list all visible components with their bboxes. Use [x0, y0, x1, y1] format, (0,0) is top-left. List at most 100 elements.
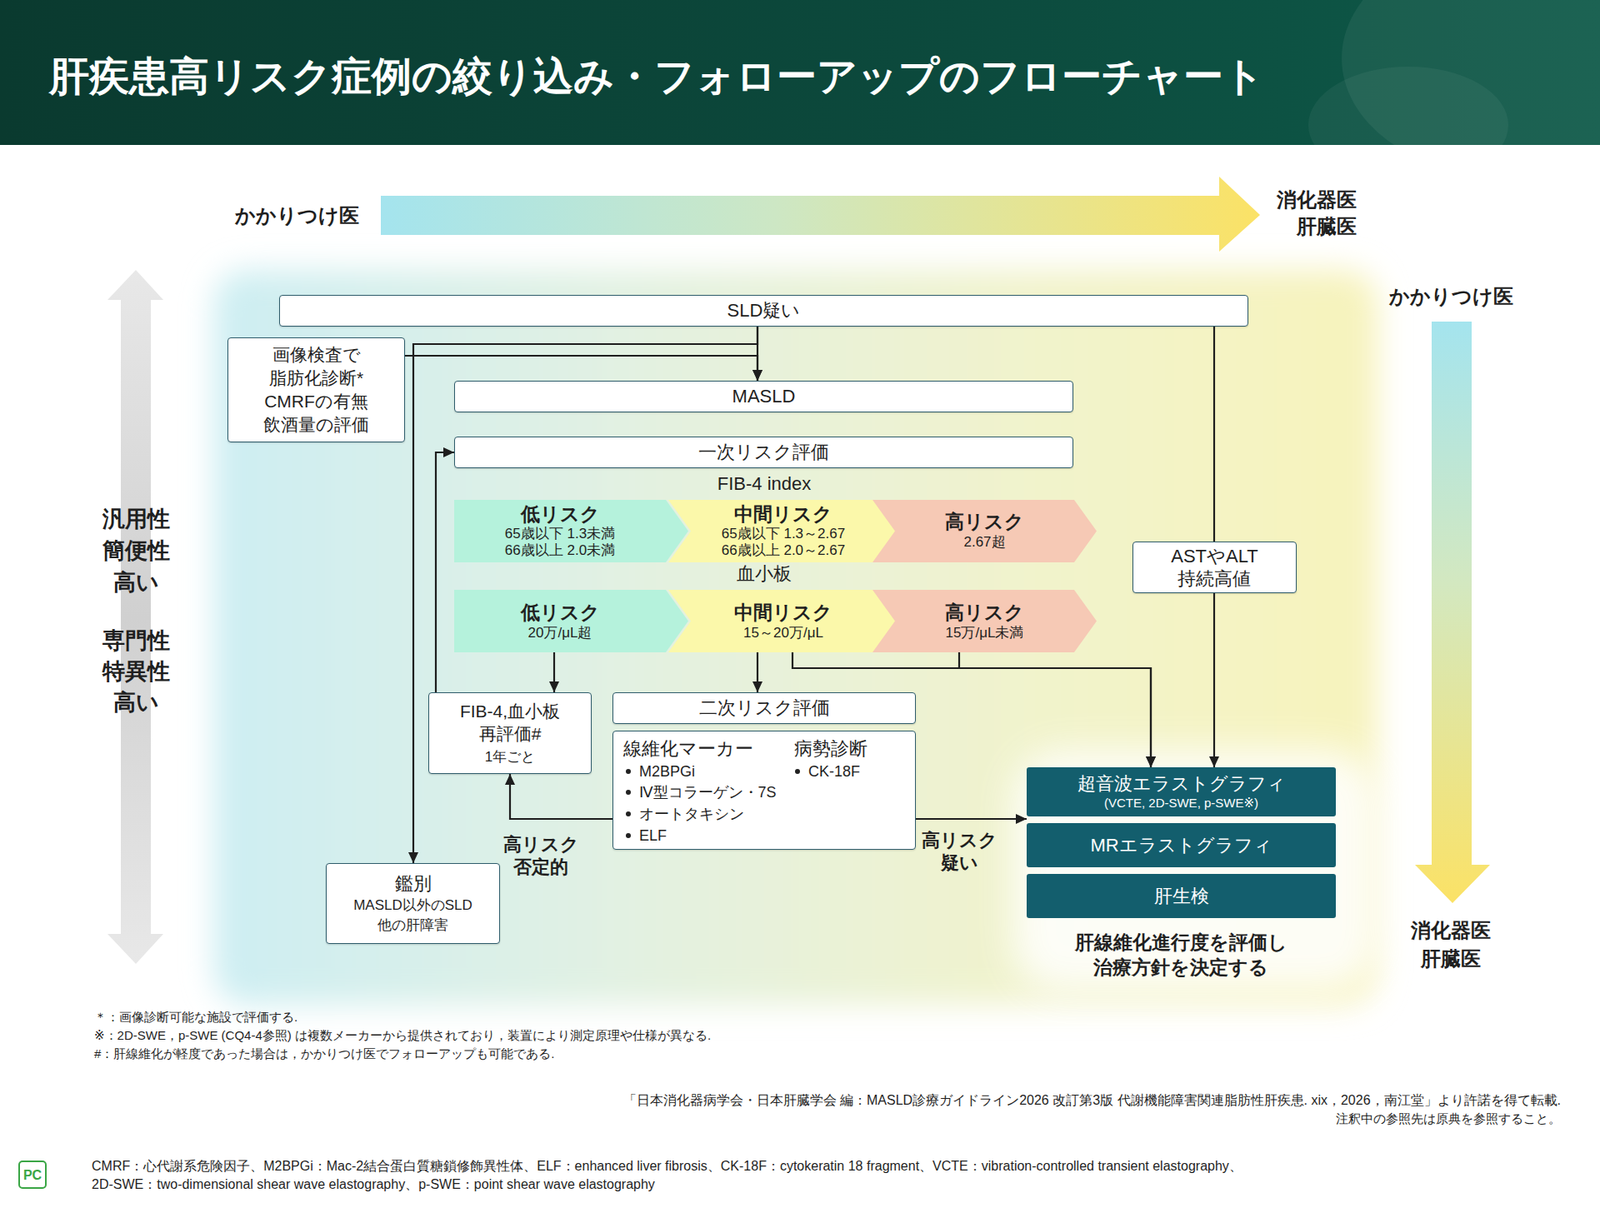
chevron-fill	[872, 590, 1097, 653]
node-text: 20万/μL超	[528, 624, 593, 643]
node-content: 鑑別MASLD以外のSLD 他の肝障害	[326, 864, 500, 944]
process-box: ASTやALT 持続高値	[1132, 541, 1297, 594]
edge-label: 高リスク 疑い	[921, 829, 998, 875]
risk-chevron: 低リスク65歳以下 1.3未満 66歳以上 2.0未満	[454, 500, 689, 563]
text-line: CMRF：心代謝系危険因子、M2BPGi：Mac-2結合蛋白質糖鎖修飾異性体、E…	[91, 1157, 1243, 1176]
node-content: 画像検査で 脂肪化診断* CMRFの有無 飲酒量の評価	[228, 338, 405, 442]
logo-mark: PC	[18, 1160, 47, 1190]
node-content: SLD疑い	[280, 295, 1248, 326]
node-heading: 中間リスク	[734, 503, 833, 526]
node-heading: 鑑別	[395, 872, 432, 896]
node-text: CK-18F	[808, 762, 860, 781]
highlight-halo	[1012, 750, 1380, 992]
node-heading: MRエラストグラフィ	[1090, 834, 1272, 858]
risk-chevron: 低リスク20万/μL超	[454, 590, 689, 653]
text-line: 画像検査で	[263, 343, 370, 367]
process-box: 鑑別MASLD以外のSLD 他の肝障害	[325, 863, 500, 945]
text-line: 汎用性	[102, 503, 170, 535]
node-text: 65歳以下 1.3～2.67 66歳以上 2.0～2.67	[721, 525, 845, 560]
chevron-fill	[668, 590, 899, 653]
axis-label: 専門性 特異性 高い	[102, 625, 170, 719]
connector-arrow	[405, 355, 758, 381]
text-line: 肝臓医	[1276, 213, 1357, 240]
connector-arrow	[959, 652, 1151, 768]
role-label: かかりつけ医	[1389, 283, 1514, 310]
method-box: 超音波エラストグラフィ(VCTE, 2D-SWE, p-SWE※)	[1026, 767, 1336, 817]
node-content: 超音波エラストグラフィ(VCTE, 2D-SWE, p-SWE※)	[1026, 767, 1336, 817]
node-text: オートタキシン	[639, 805, 745, 824]
text-line: ASTやALT	[1170, 545, 1259, 568]
horizontal-gradient-arrow	[380, 176, 1260, 252]
method-box: MRエラストグラフィ	[1026, 823, 1336, 868]
text-line: 専門性	[102, 625, 170, 657]
text-line: 肝線維化進行度を評価し	[1075, 930, 1288, 955]
marker-list-box: 線維化マーカーM2BPGiⅣ型コラーゲン・7SオートタキシンELF病勢診断CK-…	[612, 730, 916, 850]
node-heading: 中間リスク	[734, 600, 833, 625]
text-line: 否定的	[503, 855, 580, 879]
node-text: MASLD以外のSLD 他の肝障害	[353, 895, 473, 936]
process-box: SLD疑い	[279, 295, 1249, 327]
node-content: 低リスク65歳以下 1.3未満 66歳以上 2.0未満	[454, 500, 689, 563]
node-text: 病勢診断	[794, 738, 868, 760]
text-line: 他の肝障害	[353, 915, 473, 936]
text-line: CMRFの有無	[263, 390, 370, 414]
node-text: M2BPGi	[639, 762, 695, 781]
bullet-dot	[625, 790, 631, 795]
connector-arrow	[510, 774, 613, 820]
process-box: 画像検査で 脂肪化診断* CMRFの有無 飲酒量の評価	[227, 337, 405, 443]
text-line: 2D-SWE：two-dimensional shear wave elasto…	[91, 1175, 1243, 1195]
chevron-fill	[454, 500, 689, 563]
node-content: 高リスク2.67超	[872, 500, 1097, 563]
footnote: #：肝線維化が軽度であった場合は，かかりつけ医でフォローアップも可能である.	[94, 1045, 555, 1063]
process-box: FIB-4,血小板 再評価#1年ごと	[428, 692, 592, 775]
risk-chevron: 中間リスク15～20万/μL	[668, 590, 899, 653]
node-heading: ASTやALT 持続高値	[1170, 545, 1259, 590]
chevron-fill	[872, 500, 1097, 563]
footnote: ※：2D-SWE，p-SWE (CQ4-4参照) は複数メーカーから提供されてお…	[94, 1027, 711, 1045]
text-line: 65歳以下 1.3～2.67	[721, 525, 845, 543]
text-line: 高い	[102, 687, 170, 719]
text-line: 飲酒量の評価	[263, 413, 370, 437]
node-text: 2.67超	[963, 533, 1005, 552]
text-line: 65歳以下 1.3未満	[505, 525, 615, 543]
node-heading: 一次リスク評価	[698, 440, 830, 465]
text-line: 高い	[102, 566, 170, 599]
node-text: 1年ごと	[485, 748, 535, 767]
chevron-fill	[668, 500, 899, 563]
node-text: 15万/μL未満	[945, 624, 1025, 643]
text-line: 高リスク	[503, 833, 580, 856]
text-line: 消化器医	[1276, 186, 1357, 214]
process-box: MASLD	[454, 380, 1074, 413]
leaf-decoration	[1308, 66, 1509, 184]
role-label: 消化器医 肝臓医	[1276, 186, 1357, 240]
node-text: (VCTE, 2D-SWE, p-SWE※)	[1104, 795, 1259, 811]
node-heading: MASLD	[732, 385, 796, 409]
node-content: MRエラストグラフィ	[1026, 823, 1336, 868]
connector-arrow	[756, 326, 759, 381]
abbreviation-list: CMRF：心代謝系危険因子、M2BPGi：Mac-2結合蛋白質糖鎖修飾異性体、E…	[91, 1157, 1243, 1195]
role-label: かかりつけ医	[235, 202, 360, 229]
row-heading: 血小板	[736, 561, 792, 586]
node-heading: 肝生検	[1154, 885, 1210, 909]
text-line: 疑い	[921, 851, 998, 875]
node-text: Ⅳ型コラーゲン・7S	[639, 783, 777, 802]
text-line: 持続高値	[1170, 567, 1259, 590]
outcome-note: 肝線維化進行度を評価し 治療方針を決定する	[1075, 930, 1288, 980]
connector-arrow	[1213, 326, 1215, 542]
node-text: 65歳以下 1.3未満 66歳以上 2.0未満	[505, 525, 615, 560]
node-content: 肝生検	[1026, 874, 1336, 919]
node-heading: 低リスク	[520, 600, 600, 625]
node-content: 一次リスク評価	[455, 437, 1073, 468]
node-heading: 線維化マーカー	[623, 738, 754, 760]
connector-arrow	[915, 818, 1027, 820]
connector-arrow	[1213, 593, 1215, 768]
process-box: 二次リスク評価	[612, 692, 916, 725]
text-line: 肝臓医	[1410, 945, 1491, 974]
node-text: 15～20万/μL	[743, 624, 824, 643]
bullet-dot	[625, 769, 631, 775]
text-line: 消化器医	[1410, 916, 1491, 945]
edge-label: 高リスク 否定的	[503, 833, 580, 879]
